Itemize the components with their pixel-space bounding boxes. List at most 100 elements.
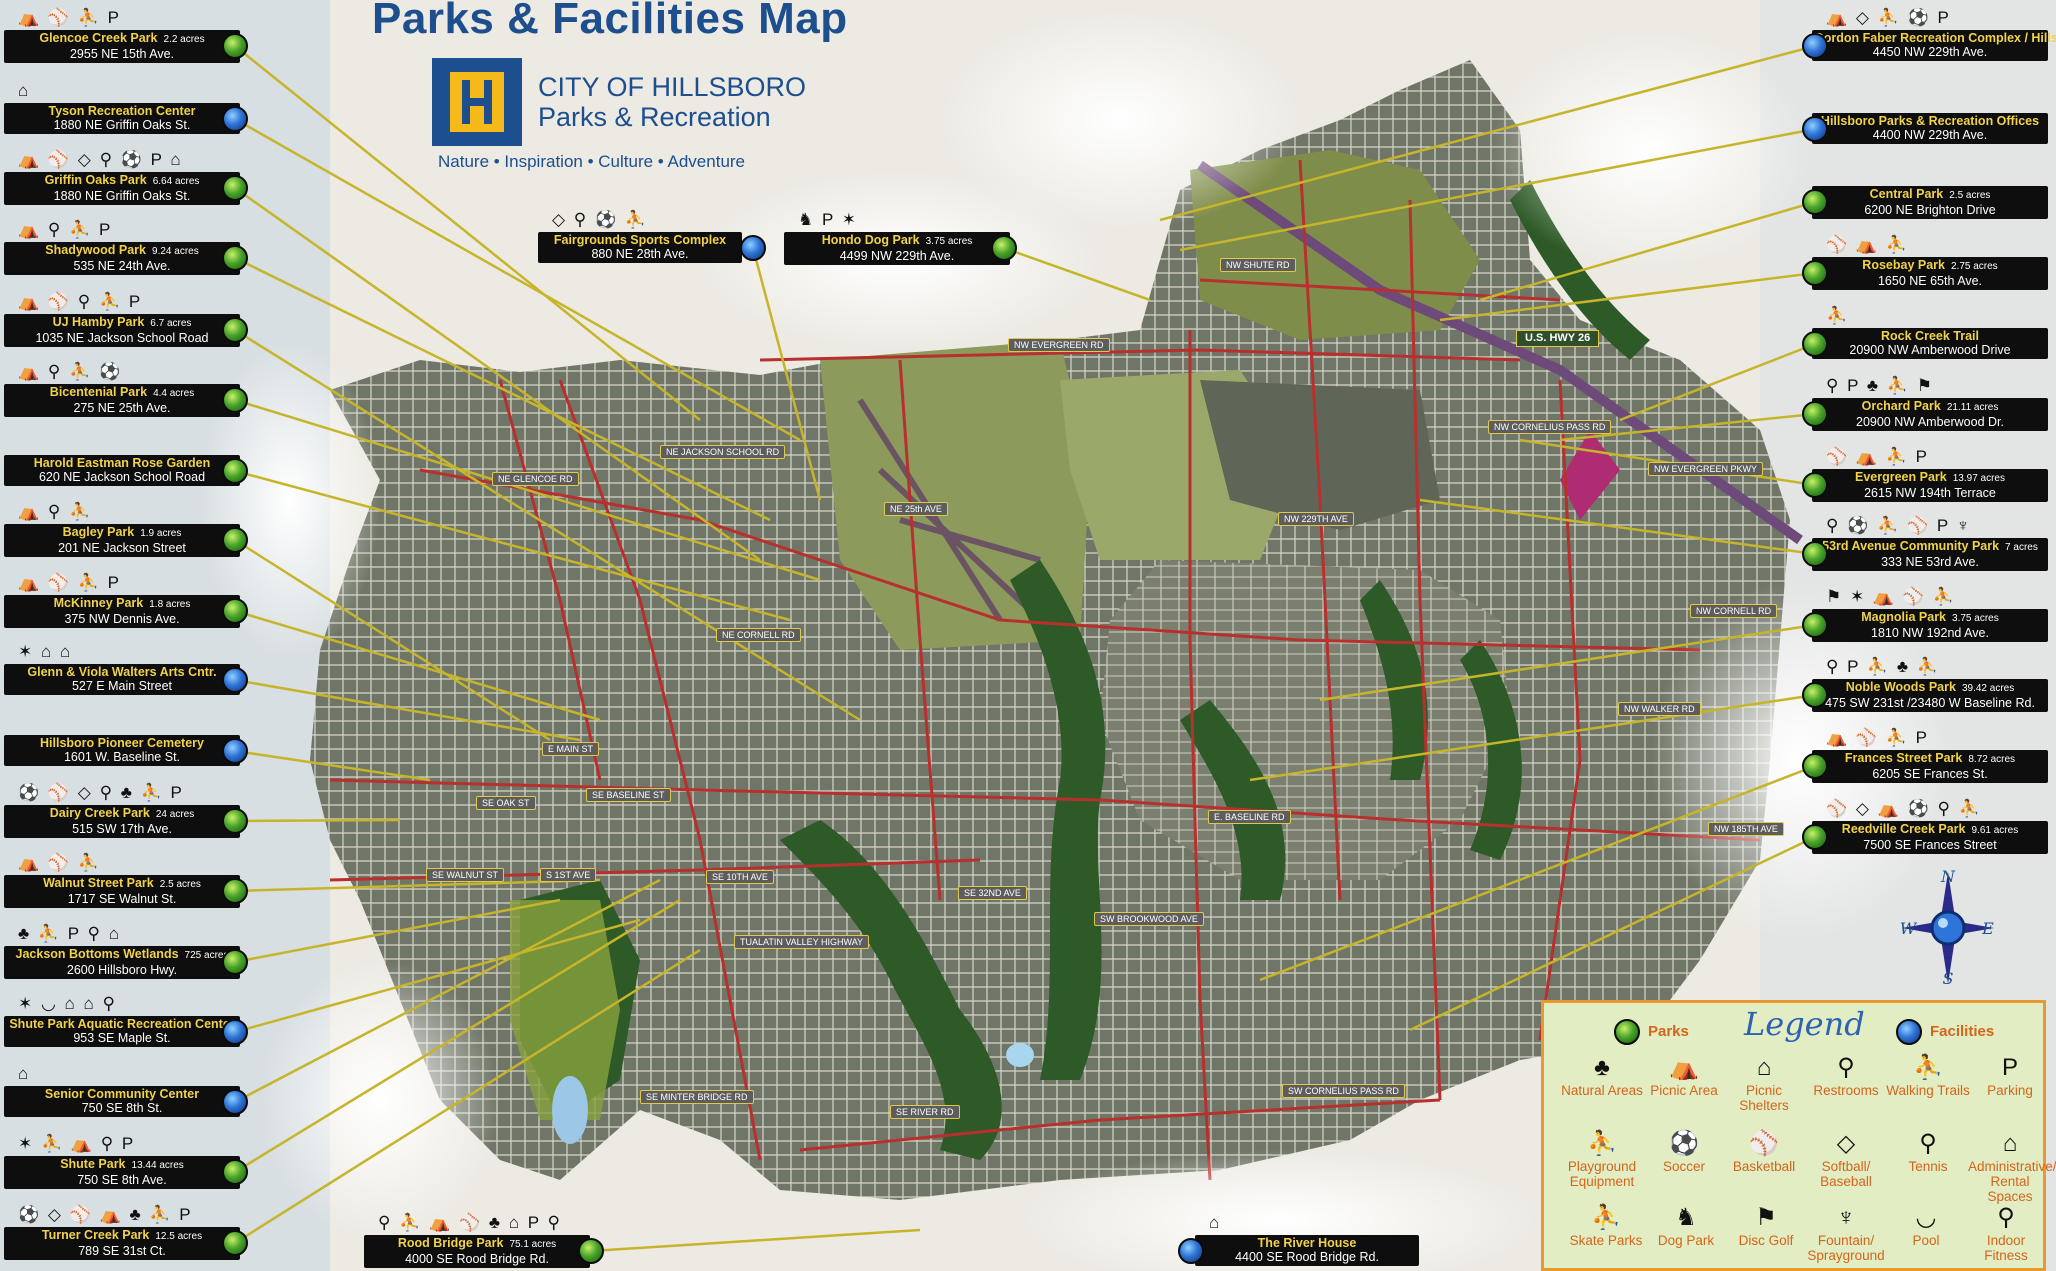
location-name-text: Harold Eastman Rose Garden (33, 456, 211, 470)
park-marker[interactable] (991, 235, 1017, 261)
facility-marker[interactable] (222, 1089, 248, 1115)
park-marker[interactable] (1802, 472, 1828, 498)
location-address: 4000 SE Rood Bridge Rd. (405, 1252, 549, 1266)
park-marker[interactable] (1802, 612, 1828, 638)
legend-item-label: Public Art (2044, 1233, 2056, 1248)
facility-marker[interactable] (222, 106, 248, 132)
legend-facility-marker (1896, 1019, 1922, 1045)
park-marker[interactable] (222, 527, 248, 553)
location-name-text: Magnolia Park (1861, 610, 1947, 624)
location-address: 535 NE 24th Ave. (73, 259, 171, 273)
park-marker[interactable] (1802, 401, 1828, 427)
weightlifter-icon: ⚲ (1997, 1204, 2015, 1231)
street-label-se-walnut-st: SE WALNUT ST (426, 868, 505, 882)
amenity-icons: ◇ ⚲ ⚽ ⛹ (552, 210, 649, 229)
park-marker[interactable] (1802, 824, 1828, 850)
location-address: 1880 NE Griffin Oaks St. (53, 189, 191, 203)
park-marker[interactable] (222, 1230, 248, 1256)
location-address: 2955 NE 15th Ave. (69, 47, 175, 61)
park-marker[interactable] (1802, 260, 1828, 286)
location-acres: 12.5 acres (155, 1231, 203, 1242)
label-glenn-viola-walters-arts-cntr[interactable]: Glenn & Viola Walters Arts Cntr.527 E Ma… (4, 664, 240, 695)
facility-marker[interactable] (1802, 33, 1828, 59)
park-marker[interactable] (222, 1159, 248, 1185)
location-name-text: Rosebay Park (1862, 258, 1945, 272)
facility-marker[interactable] (222, 738, 248, 764)
park-marker[interactable] (222, 175, 248, 201)
location-acres: 2.5 acres (159, 879, 201, 890)
park-marker[interactable] (1802, 541, 1828, 567)
park-marker[interactable] (222, 878, 248, 904)
park-marker[interactable] (222, 33, 248, 59)
park-marker[interactable] (222, 808, 248, 834)
location-acres: 725 acres (184, 950, 229, 961)
park-marker[interactable] (1802, 753, 1828, 779)
location-address: 4400 NW 229th Ave. (1872, 128, 1988, 142)
location-name: Rock Creek Trail (1814, 329, 2046, 343)
location-name-text: Gordon Faber Recreation Complex / Hillsb… (1814, 31, 2056, 45)
legend-item-label: Playground Equipment (1567, 1159, 1637, 1189)
location-acres: 1.9 acres (140, 528, 182, 539)
park-marker[interactable] (578, 1238, 604, 1264)
facility-marker[interactable] (740, 235, 766, 261)
park-marker[interactable] (222, 598, 248, 624)
facility-marker[interactable] (1802, 116, 1828, 142)
park-marker[interactable] (222, 245, 248, 271)
location-address: 953 SE Maple St. (73, 1031, 171, 1045)
park-marker[interactable] (222, 949, 248, 975)
park-marker[interactable] (1802, 189, 1828, 215)
location-name-text: Fairgrounds Sports Complex (553, 233, 727, 247)
park-marker[interactable] (1802, 682, 1828, 708)
park-marker[interactable] (1802, 331, 1828, 357)
park-marker[interactable] (222, 387, 248, 413)
facility-marker[interactable] (222, 1019, 248, 1045)
legend-item-label: Skate Parks (1569, 1233, 1643, 1248)
fountain-icon: ♆ (1837, 1204, 1855, 1231)
legend-facilities-label: Facilities (1930, 1023, 1995, 1040)
label-gordon-faber-recreation-complex-hillsboro-stadium[interactable]: Gordon Faber Recreation Complex / Hillsb… (1812, 30, 2056, 61)
facility-marker[interactable] (222, 667, 248, 693)
tagline: Nature • Inspiration • Culture • Adventu… (438, 152, 746, 171)
park-marker[interactable] (222, 317, 248, 343)
facility-marker[interactable] (1178, 1238, 1204, 1264)
park-marker[interactable] (222, 458, 248, 484)
street-label-e-main-st: E MAIN ST (542, 742, 600, 756)
location-acres: 8.72 acres (1968, 754, 2016, 765)
legend-item-label: Tennis (1908, 1159, 1948, 1174)
